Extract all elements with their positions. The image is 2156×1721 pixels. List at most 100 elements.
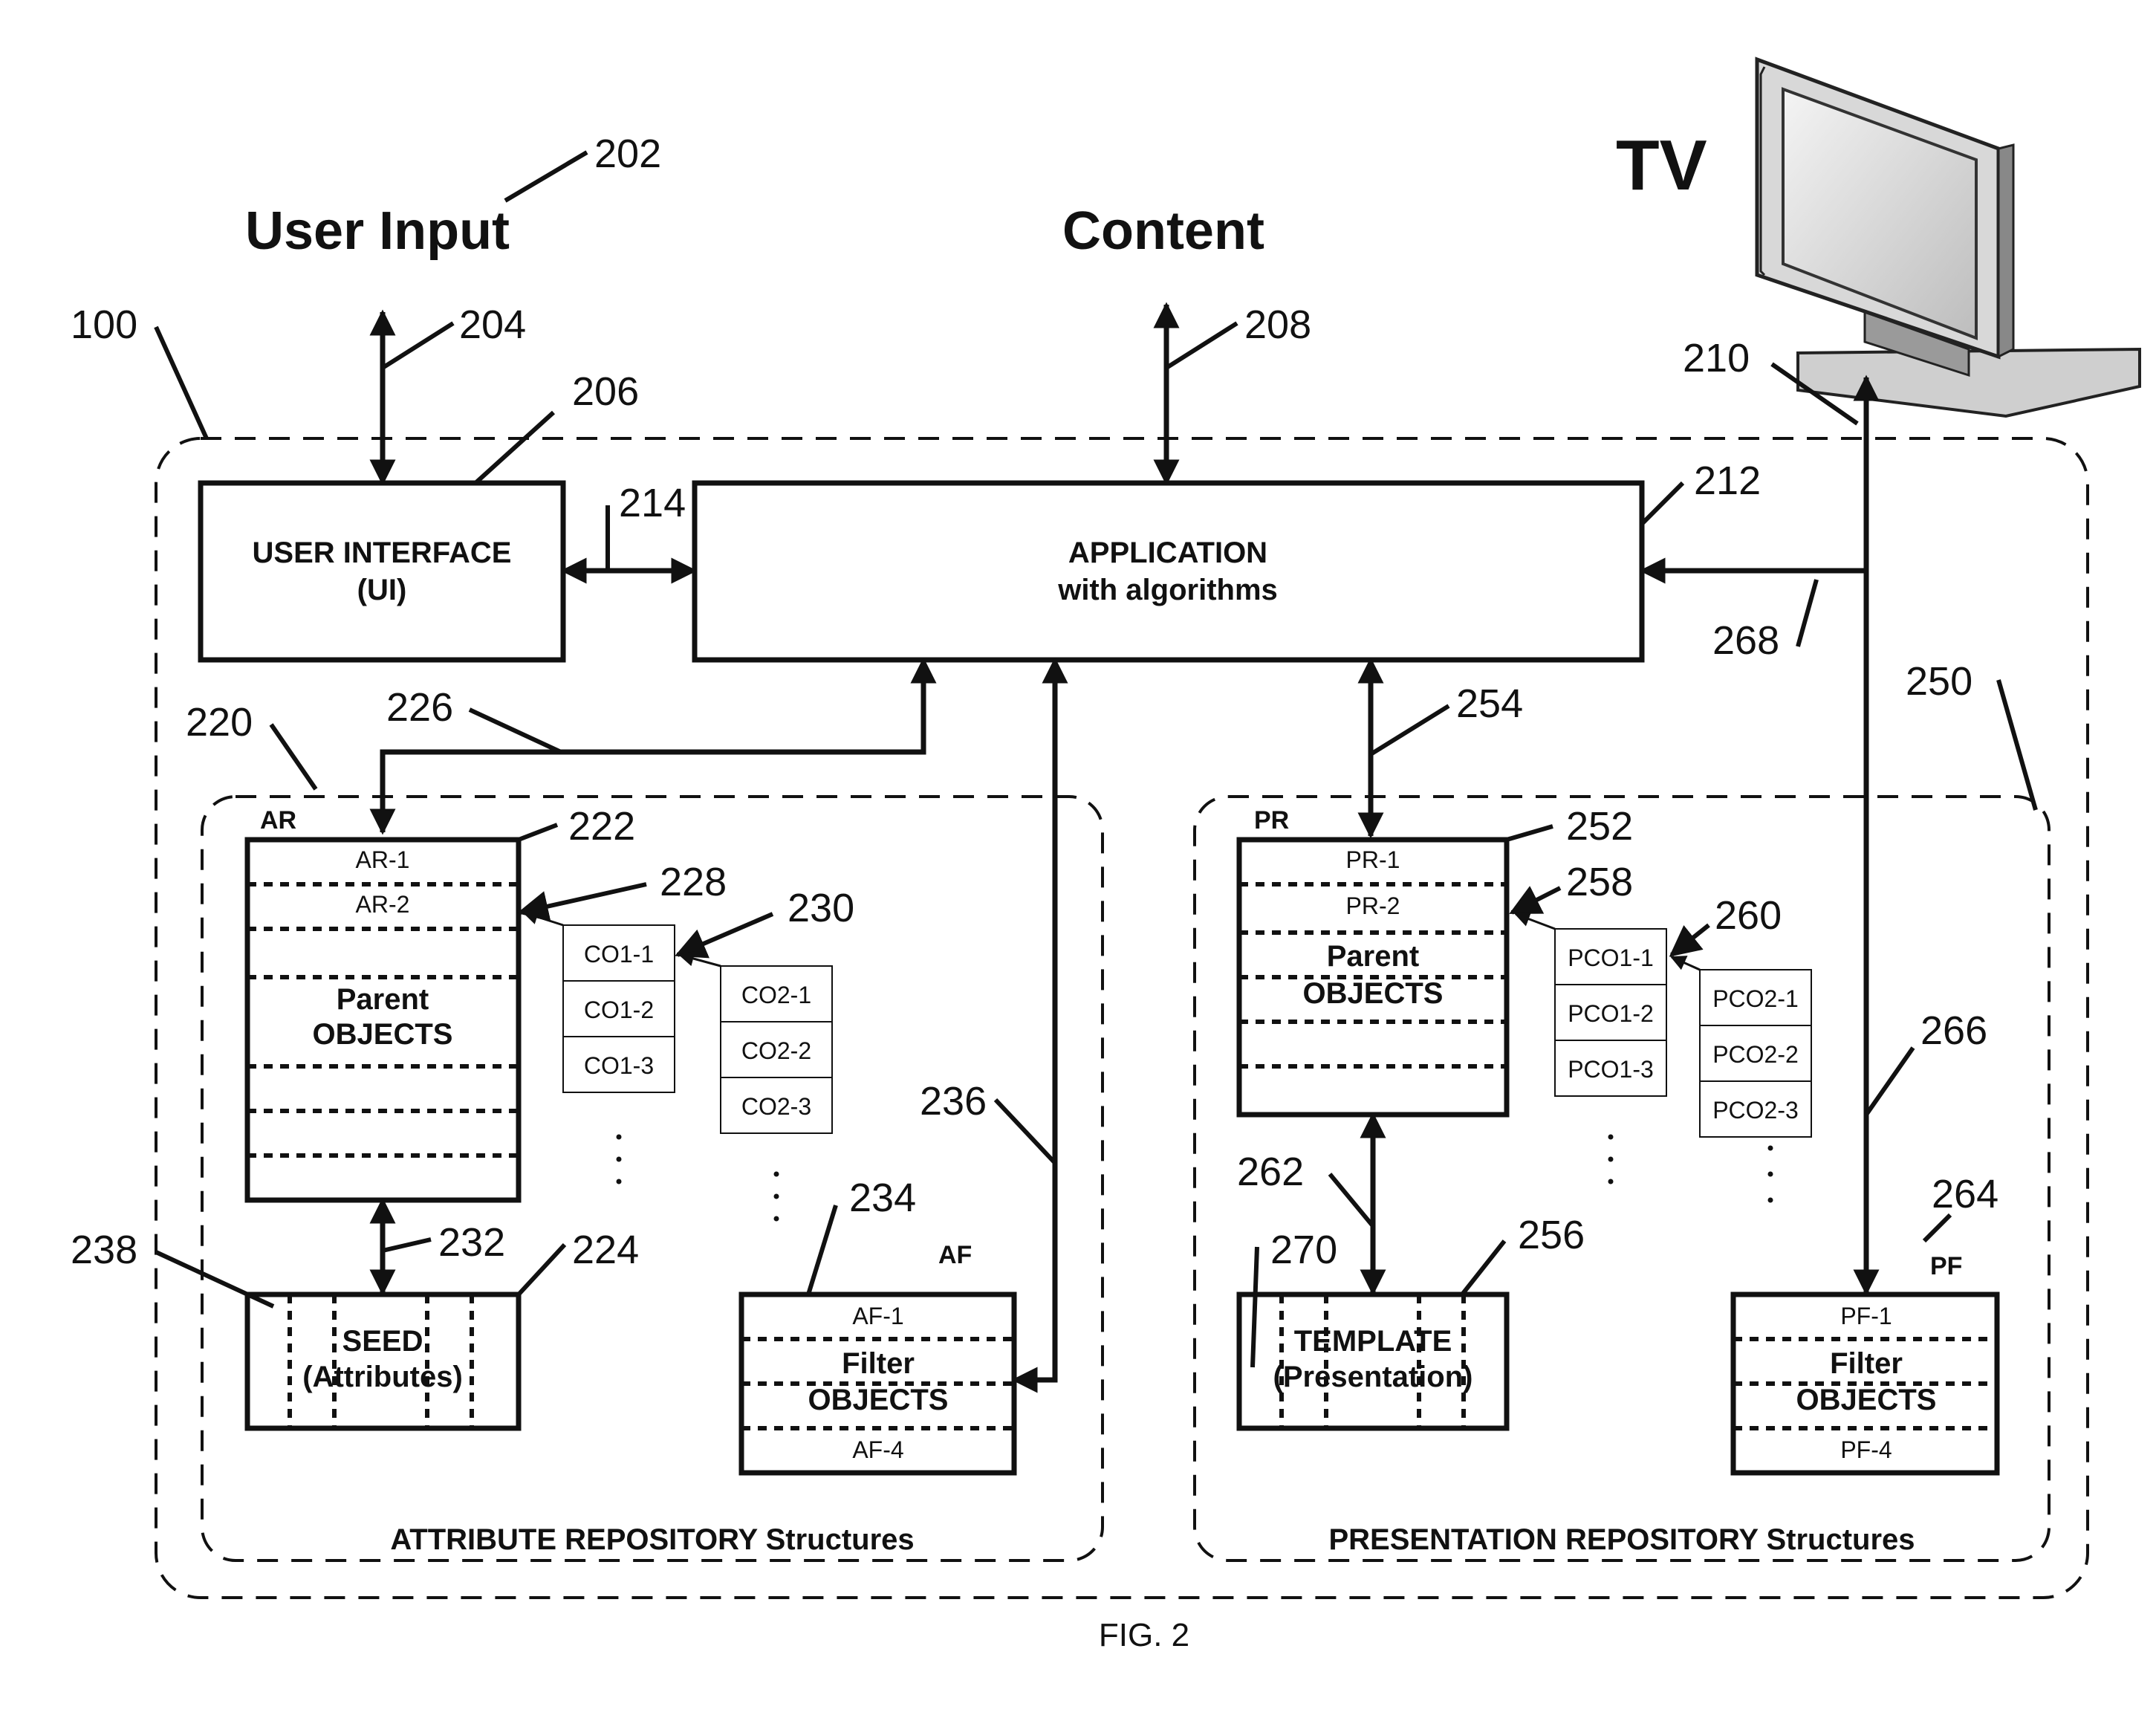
label-tv: TV xyxy=(1616,126,1707,205)
arrow-226 xyxy=(383,660,923,832)
leader-252 xyxy=(1507,826,1553,840)
leader-250 xyxy=(1998,680,2036,810)
user-interface-box xyxy=(201,483,563,660)
leader-100 xyxy=(156,327,207,438)
pr-parent-line2: OBJECTS xyxy=(1303,977,1444,1010)
tv-icon xyxy=(1757,59,2140,416)
leader-202 xyxy=(505,152,587,201)
pf-line1: Filter xyxy=(1830,1347,1903,1380)
leader-262 xyxy=(1330,1174,1373,1226)
leader-256 xyxy=(1462,1241,1504,1294)
leader-212 xyxy=(1642,483,1683,524)
leader-232 xyxy=(383,1239,431,1251)
presentation-repository-group xyxy=(1195,797,2049,1560)
ref-222: 222 xyxy=(568,804,635,849)
ref-270: 270 xyxy=(1270,1228,1337,1272)
leader-238 xyxy=(156,1252,273,1306)
ui-line2: (UI) xyxy=(357,574,407,606)
pco2-1: PCO2-1 xyxy=(1712,985,1799,1012)
ref-264: 264 xyxy=(1932,1172,1998,1216)
leader-254 xyxy=(1371,706,1449,754)
ar-parent-line2: OBJECTS xyxy=(313,1018,453,1051)
ref-238: 238 xyxy=(71,1228,137,1272)
ref-258: 258 xyxy=(1566,860,1633,904)
ar-parent-line1: Parent xyxy=(337,983,429,1016)
leader-260 xyxy=(1672,925,1709,955)
ref-268: 268 xyxy=(1712,618,1779,663)
ref-208: 208 xyxy=(1244,302,1311,347)
pf-tag: PF xyxy=(1930,1252,1962,1280)
ref-234: 234 xyxy=(849,1176,916,1220)
pco2-2: PCO2-2 xyxy=(1712,1041,1799,1068)
pf-line2: OBJECTS xyxy=(1796,1384,1937,1416)
ar-tag: AR xyxy=(260,806,296,834)
attribute-repository-group xyxy=(202,797,1103,1560)
template-line2: (Presentation) xyxy=(1273,1361,1473,1393)
leader-222 xyxy=(519,825,557,840)
pr-parent-line1: Parent xyxy=(1327,940,1420,973)
pr-tag: PR xyxy=(1254,806,1289,834)
af-tag: AF xyxy=(938,1241,972,1269)
ref-228: 228 xyxy=(660,860,727,904)
attribute-repository-label: ATTRIBUTE REPOSITORY Structures xyxy=(390,1523,914,1556)
ar-row-1: AR-1 xyxy=(356,846,410,873)
pco1-1: PCO1-1 xyxy=(1568,944,1654,971)
pf-row-4: PF-4 xyxy=(1840,1436,1892,1463)
ref-260: 260 xyxy=(1715,893,1782,938)
ref-202: 202 xyxy=(594,132,661,176)
pco1-ellipsis xyxy=(1608,1135,1614,1184)
leader-224 xyxy=(519,1245,565,1294)
pr-row-1: PR-1 xyxy=(1346,846,1400,873)
app-line1: APPLICATION xyxy=(1068,537,1267,569)
af-line1: Filter xyxy=(842,1347,915,1380)
leader-228 xyxy=(520,884,646,913)
template-line1: TEMPLATE xyxy=(1294,1325,1452,1358)
ref-254: 254 xyxy=(1456,681,1523,726)
ref-230: 230 xyxy=(788,886,854,930)
pco1-2: PCO1-2 xyxy=(1568,1000,1654,1027)
figure-caption: FIG. 2 xyxy=(1099,1617,1189,1653)
leader-264 xyxy=(1924,1215,1950,1241)
ref-262: 262 xyxy=(1237,1150,1304,1194)
af-line2: OBJECTS xyxy=(808,1384,949,1416)
pf-row-1: PF-1 xyxy=(1840,1303,1892,1329)
seed-line2: (Attributes) xyxy=(302,1361,463,1393)
label-user-input: User Input xyxy=(245,201,510,261)
leader-230 xyxy=(678,914,773,955)
ref-266: 266 xyxy=(1920,1008,1987,1053)
ref-250: 250 xyxy=(1906,659,1972,704)
leader-266 xyxy=(1866,1048,1913,1115)
ref-232: 232 xyxy=(438,1220,505,1265)
ref-252: 252 xyxy=(1566,804,1633,849)
ref-210: 210 xyxy=(1683,336,1750,380)
leader-208 xyxy=(1166,323,1237,368)
co2-3: CO2-3 xyxy=(741,1093,811,1120)
ref-214: 214 xyxy=(619,481,686,525)
pr-row-2: PR-2 xyxy=(1346,892,1400,919)
ref-212: 212 xyxy=(1694,458,1761,503)
leader-234 xyxy=(808,1205,836,1294)
app-line2: with algorithms xyxy=(1057,574,1278,606)
pco2-3: PCO2-3 xyxy=(1712,1097,1799,1124)
co2-2: CO2-2 xyxy=(741,1037,811,1064)
ref-236: 236 xyxy=(920,1079,987,1124)
leader-236 xyxy=(996,1100,1055,1163)
co1-ellipsis xyxy=(617,1135,622,1184)
pco2-ellipsis xyxy=(1768,1146,1773,1203)
co1-2: CO1-2 xyxy=(584,996,654,1023)
presentation-repository-label: PRESENTATION REPOSITORY Structures xyxy=(1328,1523,1915,1556)
ref-206: 206 xyxy=(572,369,639,414)
pco1-3: PCO1-3 xyxy=(1568,1056,1654,1083)
ref-226: 226 xyxy=(386,685,453,730)
leader-226 xyxy=(470,710,561,752)
ref-100: 100 xyxy=(71,302,137,347)
leader-220 xyxy=(271,725,316,789)
label-content: Content xyxy=(1062,201,1264,261)
co1-3: CO1-3 xyxy=(584,1052,654,1079)
co1-1: CO1-1 xyxy=(584,941,654,968)
ref-204: 204 xyxy=(459,302,526,347)
co2-ellipsis xyxy=(774,1172,779,1222)
leader-270 xyxy=(1253,1247,1257,1367)
ref-220: 220 xyxy=(186,700,253,745)
